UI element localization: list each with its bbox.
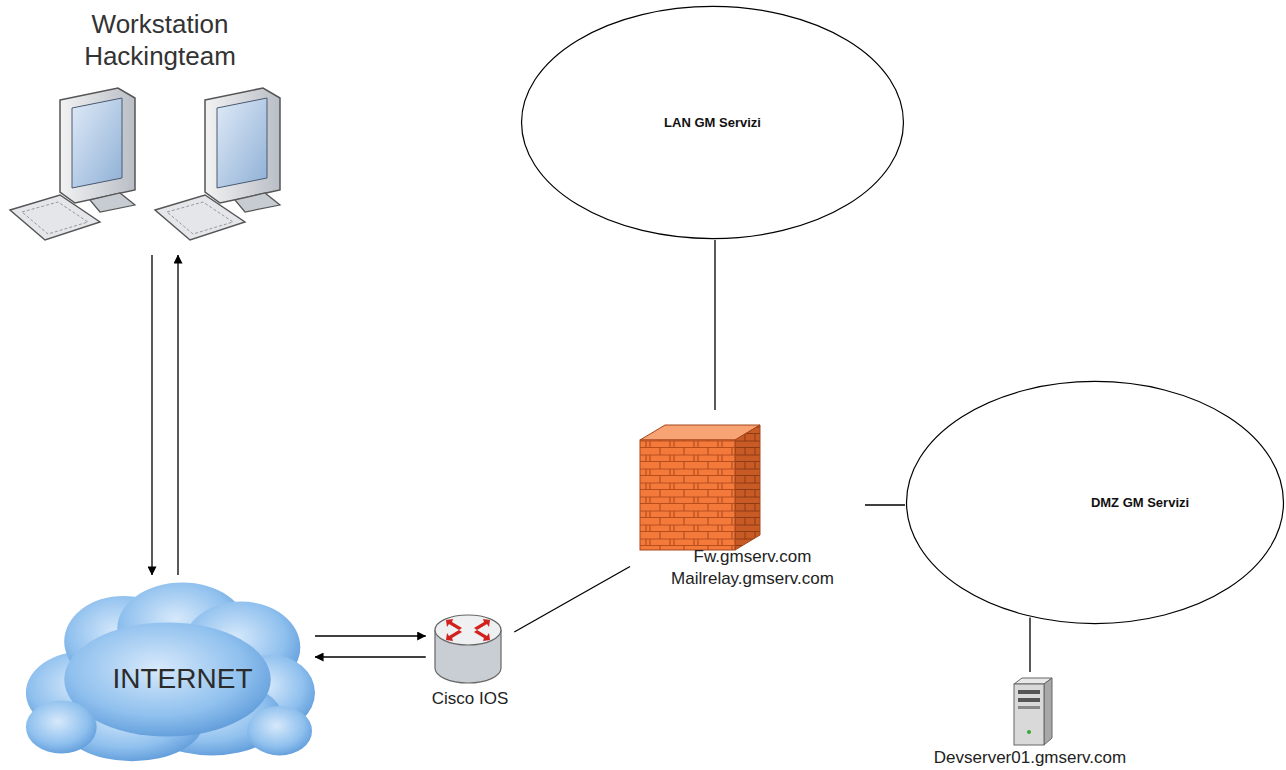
connector-arrow bbox=[177, 255, 178, 575]
connector-line bbox=[1029, 618, 1030, 672]
connector-line bbox=[865, 504, 905, 505]
node-label: Devserver01.gmserv.com bbox=[934, 748, 1126, 768]
server-icon bbox=[1014, 678, 1052, 745]
lan-ellipse: LAN GM Servizi bbox=[520, 5, 905, 240]
internet-cloud: INTERNET bbox=[20, 575, 315, 765]
connector-arrow bbox=[315, 656, 426, 657]
workstation-icon bbox=[10, 88, 135, 240]
dmz-ellipse: DMZ GM Servizi bbox=[905, 380, 1285, 625]
connector-arrow bbox=[151, 255, 152, 575]
firewall-node: Fw.gmserv.comMailrelay.gmserv.com bbox=[630, 410, 865, 590]
node-label: LAN GM Servizi bbox=[664, 115, 761, 130]
node-label: DMZ GM Servizi bbox=[1091, 495, 1189, 510]
server-node: Devserver01.gmserv.com bbox=[925, 672, 1135, 768]
connector-line bbox=[514, 566, 630, 631]
node-label: Cisco IOS bbox=[432, 689, 509, 709]
router-icon bbox=[435, 615, 501, 683]
node-label: INTERNET bbox=[113, 663, 253, 695]
connector-line bbox=[714, 240, 715, 410]
node-label: Fw.gmserv.com bbox=[694, 546, 812, 568]
firewall-icon bbox=[640, 425, 760, 550]
workstation-node: Workstation Hackingteam bbox=[10, 8, 310, 255]
node-label: Mailrelay.gmserv.com bbox=[671, 568, 834, 590]
router-node: Cisco IOS bbox=[426, 605, 515, 709]
connector-arrow bbox=[315, 635, 426, 636]
node-label: Workstation Hackingteam bbox=[50, 8, 270, 72]
workstation-icon bbox=[155, 88, 280, 240]
